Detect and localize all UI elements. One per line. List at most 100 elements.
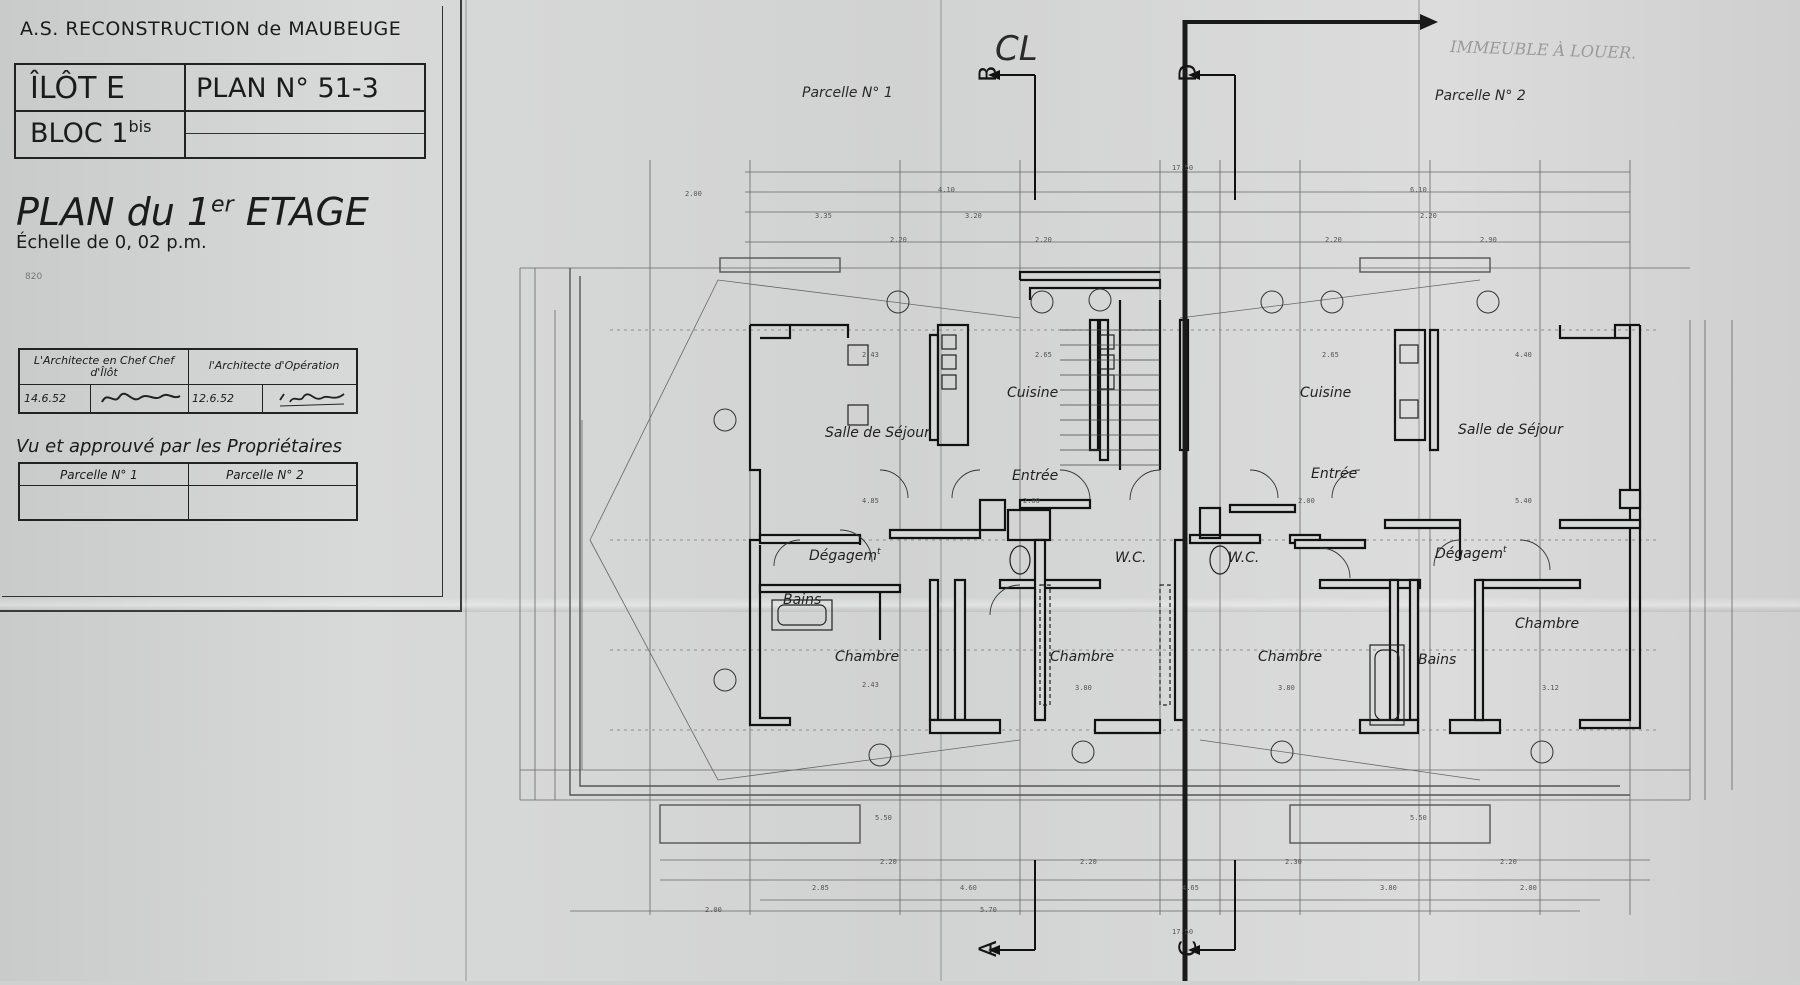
dimension-label: 2.43 (862, 681, 879, 689)
dimension-label: 5.70 (980, 906, 997, 914)
title-main: PLAN du 1 (16, 190, 212, 234)
dimension-label: 2.43 (862, 351, 879, 359)
title-superscript: er (211, 192, 234, 218)
operation-date: 12.6.52 (192, 392, 234, 405)
reference-table: ÎLÔT E BLOC 1bis PLAN N° 51-3 (14, 63, 426, 159)
room-wc-left: W.C. (1115, 550, 1146, 566)
dimension-top-total: 17.50 (1172, 164, 1193, 172)
dimension-label: 2.90 (1480, 236, 1497, 244)
reference-divider (16, 110, 424, 112)
room-entree-left: Entrée (1012, 468, 1058, 484)
dimension-label: 3.12 (1542, 684, 1559, 692)
tiny-note: 820 (25, 272, 43, 282)
dimension-label: 5.40 (1515, 497, 1532, 505)
dimension-label: 2.00 (1023, 497, 1040, 505)
dimension-label: 3.20 (965, 212, 982, 220)
dimension-label: 5.50 (1410, 814, 1427, 822)
dimension-label: 2.85 (812, 884, 829, 892)
room-degagement-left: Dégagemt (809, 547, 881, 564)
scale-label: Échelle de 0, 02 p.m. (16, 232, 207, 253)
fixtures (771, 334, 1419, 726)
dimension-label: 2.00 (1298, 497, 1315, 505)
walls (748, 270, 1642, 735)
fold-line (1418, 0, 1420, 981)
dimension-label: 4.85 (862, 497, 879, 505)
reference-divider (186, 133, 424, 134)
degagement-right-sup: t (1503, 545, 1507, 555)
dimension-label: 2.00 (705, 906, 722, 914)
room-bains-left: Bains (783, 592, 821, 608)
construction-lines (589, 279, 1481, 781)
dimension-label: 2.00 (685, 190, 702, 198)
title-end: ETAGE (245, 190, 369, 234)
table-divider (90, 384, 91, 412)
ghost-annotation: IMMEUBLE À LOUER. (1449, 36, 1637, 63)
section-mark-a: A (974, 940, 1002, 957)
room-degagement-right: Dégagemt (1435, 545, 1507, 562)
dimension-label: 2.20 (1080, 858, 1097, 866)
degagement-left-text: Dégagem (809, 548, 877, 564)
dimension-label: 2.20 (1420, 212, 1437, 220)
room-chambre-right-2: Chambre (1515, 616, 1579, 632)
room-chambre-right-1: Chambre (1258, 649, 1322, 665)
dimension-label: 2.20 (890, 236, 907, 244)
dimension-label: 3.80 (1380, 884, 1397, 892)
table-divider (262, 384, 263, 412)
table-divider (188, 350, 189, 412)
dimension-label: 5.50 (875, 814, 892, 822)
operation-signature (279, 393, 345, 407)
parcel-1-label: Parcelle N° 1 (802, 85, 893, 101)
dimension-grid (519, 160, 1733, 915)
dimension-label: 2.20 (1325, 236, 1342, 244)
approval-heading: Vu et approuvé par les Propriétaires (16, 436, 342, 457)
room-wc-right: W.C. (1228, 550, 1259, 566)
title-frame (2, 6, 443, 597)
dimension-label: 2.20 (1500, 858, 1517, 866)
dimension-label: 2.20 (880, 858, 897, 866)
dimension-label: 2.20 (1035, 236, 1052, 244)
parcel-2-label: Parcelle N° 2 (1435, 88, 1526, 104)
plan-number: PLAN N° 51-3 (196, 73, 379, 104)
approval-table: Parcelle N° 1 Parcelle N° 2 (18, 462, 358, 521)
room-chambre-left-1: Chambre (835, 649, 899, 665)
ilot-label: ÎLÔT E (30, 71, 125, 106)
table-divider (20, 485, 356, 486)
parcel-1-column: Parcelle N° 1 (60, 468, 138, 482)
bloc-label: BLOC 1bis (30, 117, 151, 149)
organization-name: A.S. RECONSTRUCTION de MAUBEUGE (20, 18, 402, 40)
parcel-2-column: Parcelle N° 2 (226, 468, 304, 482)
drawing-title: PLAN du 1er ETAGE (16, 190, 369, 234)
section-axis (988, 14, 1438, 981)
title-block: A.S. RECONSTRUCTION de MAUBEUGE ÎLÔT E B… (0, 0, 462, 612)
dimension-label: 4.65 (1182, 884, 1199, 892)
terrace-outline (569, 257, 1630, 844)
handwritten-cl: CL (995, 29, 1038, 69)
section-mark-c: C (1174, 940, 1202, 957)
room-bains-right: Bains (1418, 652, 1456, 668)
room-sejour-left: Salle de Séjour (825, 425, 931, 441)
radiator-markers (713, 288, 1554, 767)
bloc-text: BLOC 1 (30, 118, 129, 149)
table-divider (20, 384, 356, 385)
table-divider (188, 464, 189, 519)
dimension-label: 2.30 (1285, 858, 1302, 866)
dimension-label: 6.10 (1410, 186, 1427, 194)
dimension-bottom-total: 17.50 (1172, 928, 1193, 936)
operation-architect-label: l'Architecte d'Opération (208, 359, 340, 372)
dimension-label: 2.80 (1520, 884, 1537, 892)
room-chambre-left-2: Chambre (1050, 649, 1114, 665)
floor-plan-svg: B D A C CL IMMEUBLE À LOUER. Parcelle N°… (519, 14, 1733, 981)
bloc-suffix: bis (128, 117, 152, 136)
room-cuisine-left: Cuisine (1007, 385, 1058, 401)
floor-plan-drawing: B D A C CL IMMEUBLE À LOUER. Parcelle N°… (460, 0, 1800, 981)
fold-line (465, 0, 467, 981)
dimension-label: 4.40 (1515, 351, 1532, 359)
dimension-label: 3.80 (1278, 684, 1295, 692)
stair-treads (1060, 329, 1160, 466)
section-mark-b: B (974, 66, 1002, 82)
room-entree-right: Entrée (1311, 466, 1357, 482)
dimension-label: 2.65 (1035, 351, 1052, 359)
dimension-label: 4.60 (960, 884, 977, 892)
door-swings (773, 469, 1551, 616)
